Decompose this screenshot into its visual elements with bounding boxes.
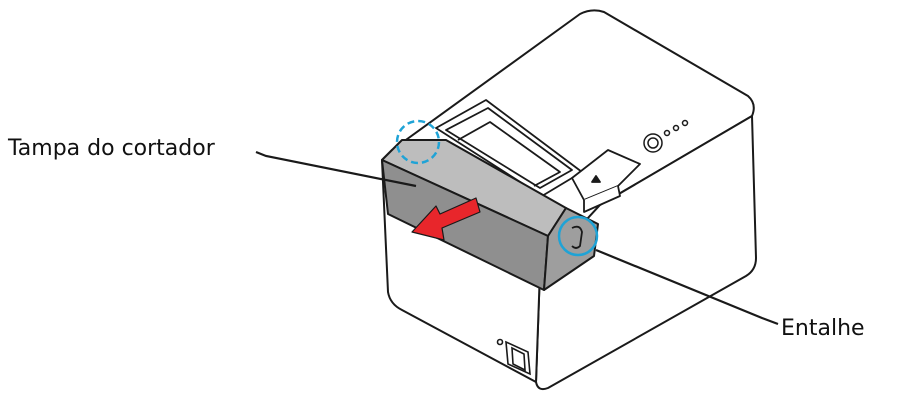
interface-port [496, 338, 531, 376]
power-button-inner [647, 137, 659, 149]
led-3 [681, 119, 689, 127]
notch-leader-line [595, 248, 779, 326]
red-pull-arrow [411, 197, 481, 241]
control-panel [643, 119, 689, 153]
cutter-cover-label: Tampa do cortador [8, 136, 215, 161]
notch-highlight-circle [557, 215, 599, 257]
notch-shape [571, 225, 583, 249]
notch-label: Entalhe [781, 316, 865, 341]
led-1 [663, 129, 671, 137]
cutter-cover-leader-line [255, 150, 417, 188]
cover-open-lever [571, 149, 641, 213]
led-2 [672, 124, 680, 132]
dashed-highlight-circle [395, 119, 441, 165]
cutter-cover [381, 139, 599, 291]
